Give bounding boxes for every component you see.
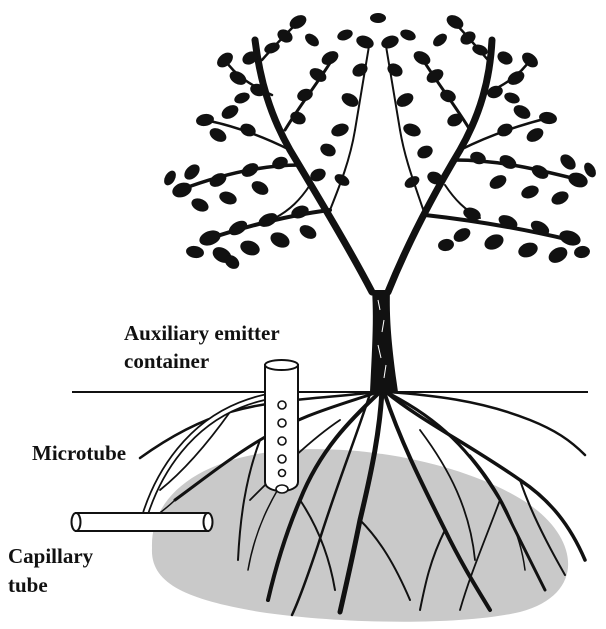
capillary-tube-shape — [72, 513, 213, 531]
emitter-label-line1: Auxiliary emitter — [124, 320, 280, 346]
microtube-label: Microtube — [32, 440, 126, 466]
capillary-label-line2: tube — [8, 572, 48, 598]
emitter-label-line2: container — [124, 348, 209, 374]
wetted-soil-zone — [152, 449, 568, 622]
emitter-container-shape — [265, 360, 298, 493]
capillary-label-line1: Capillary — [8, 543, 93, 569]
